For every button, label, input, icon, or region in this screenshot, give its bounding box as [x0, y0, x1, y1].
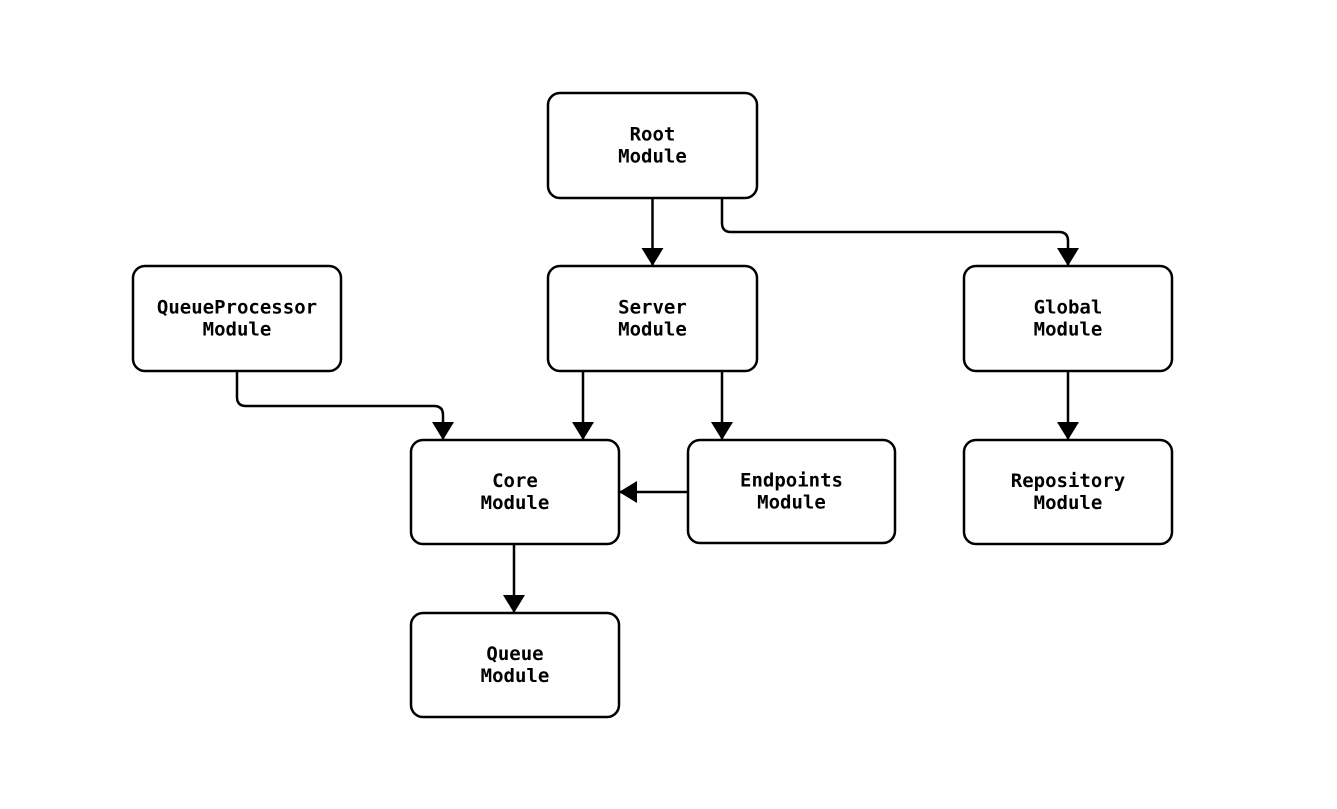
node-queueprocessor-box [131, 264, 343, 373]
node-root-label-line: Module [618, 146, 687, 168]
node-global-label-line: Module [1034, 319, 1103, 341]
node-server-box [546, 264, 759, 373]
node-queueprocessor-label-line: QueueProcessor [157, 297, 317, 319]
node-repository-label-line: Repository [1011, 470, 1125, 492]
node-endpoints-label-line: Endpoints [740, 470, 843, 492]
edge-queueprocessor-to-core [235, 371, 454, 440]
node-global-label-line: Global [1034, 297, 1103, 319]
node-endpoints-box [686, 438, 897, 545]
node-server-label-line: Module [618, 319, 687, 341]
node-repository-box [962, 438, 1174, 546]
node-repository-label-line: Module [1034, 492, 1103, 514]
node-core-label-line: Core [492, 470, 538, 492]
node-queueprocessor-label-line: Module [203, 319, 272, 341]
node-server-label-line: Server [618, 297, 687, 319]
node-core-label-line: Module [481, 492, 550, 514]
node-core-box [409, 438, 621, 546]
edge-root-to-global [720, 198, 1079, 266]
node-queue-label-line: Queue [486, 643, 543, 665]
node-root-label-line: Root [630, 124, 676, 146]
node-queue-label-line: Module [481, 665, 550, 687]
node-queue-box [409, 611, 621, 719]
node-root-box [546, 91, 759, 200]
node-endpoints-label-line: Module [757, 492, 826, 514]
node-global-box [962, 264, 1174, 373]
